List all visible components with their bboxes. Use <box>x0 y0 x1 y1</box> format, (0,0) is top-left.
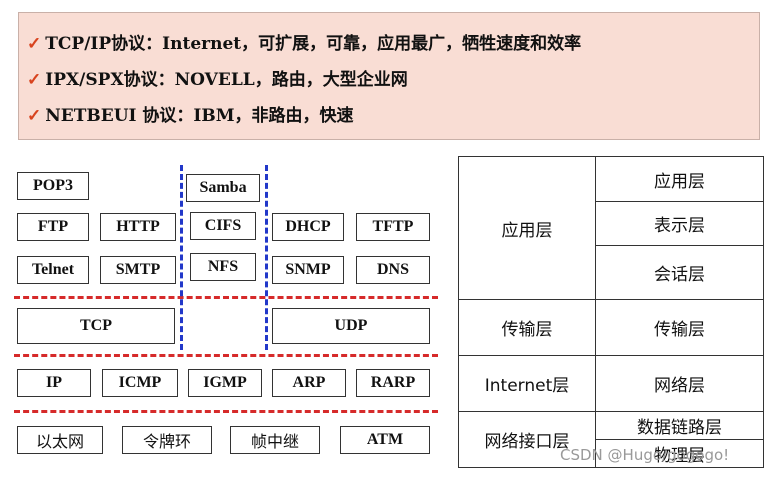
checkmark-icon: ✓ <box>27 34 42 54</box>
protocol-box-ip: IP <box>17 369 91 397</box>
osi-layer-data-link: 数据链路层 <box>595 411 763 439</box>
bullet-text: IPX/SPX协议：NOVELL，路由，大型企业网 <box>45 70 408 90</box>
layer-comparison-table: 应用层 传输层 Internet层 网络接口层 应用层 表示层 会话层 传输层 … <box>458 156 764 468</box>
layer-divider-app-transport <box>14 296 438 299</box>
tcp-udp-boundary-left <box>180 165 183 350</box>
protocol-box-arp: ARP <box>272 369 346 397</box>
protocol-box-cifs: CIFS <box>190 212 256 240</box>
protocol-summary-panel: ✓TCP/IP协议：Internet，可扩展，可靠，应用最广，牺牲速度和效率 ✓… <box>18 12 760 140</box>
protocol-box-udp: UDP <box>272 308 430 344</box>
layer-divider-transport-internet <box>14 354 438 357</box>
protocol-box-token-ring: 令牌环 <box>122 426 212 454</box>
bullet-text: TCP/IP协议：Internet，可扩展，可靠，应用最广，牺牲速度和效率 <box>45 34 582 54</box>
layer-divider-internet-link <box>14 410 438 413</box>
protocol-box-http: HTTP <box>100 213 176 241</box>
osi-layer-transport: 传输层 <box>595 299 763 355</box>
tcpip-layer-network-interface: 网络接口层 <box>459 411 595 467</box>
tcpip-layer-application: 应用层 <box>501 220 553 241</box>
tcpip-layer-internet: Internet层 <box>459 355 595 411</box>
protocol-box-nfs: NFS <box>190 253 256 281</box>
protocol-box-frame-relay: 帧中继 <box>230 426 320 454</box>
protocol-box-snmp: SNMP <box>272 256 344 284</box>
protocol-box-ftp: FTP <box>17 213 89 241</box>
osi-layer-physical: 物理层 <box>595 439 763 467</box>
osi-layer-session: 会话层 <box>595 245 763 299</box>
tcpip-layer-transport: 传输层 <box>459 299 595 355</box>
protocol-box-dns: DNS <box>356 256 430 284</box>
protocol-box-pop3: POP3 <box>17 172 89 200</box>
protocol-box-tftp: TFTP <box>356 213 430 241</box>
protocol-box-telnet: Telnet <box>17 256 89 284</box>
protocol-box-ethernet: 以太网 <box>17 426 103 454</box>
checkmark-icon: ✓ <box>27 106 42 126</box>
bullet-ipxspx: ✓IPX/SPX协议：NOVELL，路由，大型企业网 <box>27 65 408 95</box>
protocol-box-atm: ATM <box>340 426 430 454</box>
osi-layer-presentation: 表示层 <box>595 201 763 245</box>
checkmark-icon: ✓ <box>27 70 42 90</box>
protocol-box-smtp: SMTP <box>100 256 176 284</box>
osi-layer-network: 网络层 <box>595 355 763 411</box>
protocol-box-tcp: TCP <box>17 308 175 344</box>
bullet-netbeui: ✓NETBEUI 协议：IBM，非路由，快速 <box>27 101 354 131</box>
protocol-box-icmp: ICMP <box>102 369 178 397</box>
tcp-udp-boundary-right <box>265 165 268 350</box>
protocol-box-dhcp: DHCP <box>272 213 344 241</box>
bullet-tcpip: ✓TCP/IP协议：Internet，可扩展，可靠，应用最广，牺牲速度和效率 <box>27 29 581 59</box>
protocol-box-igmp: IGMP <box>188 369 262 397</box>
watermark: CSDN @Hugo/gogogo! <box>560 446 730 464</box>
osi-layer-application: 应用层 <box>595 157 763 201</box>
protocol-box-rarp: RARP <box>356 369 430 397</box>
bullet-text: NETBEUI 协议：IBM，非路由，快速 <box>45 106 354 126</box>
protocol-box-samba: Samba <box>186 174 260 202</box>
